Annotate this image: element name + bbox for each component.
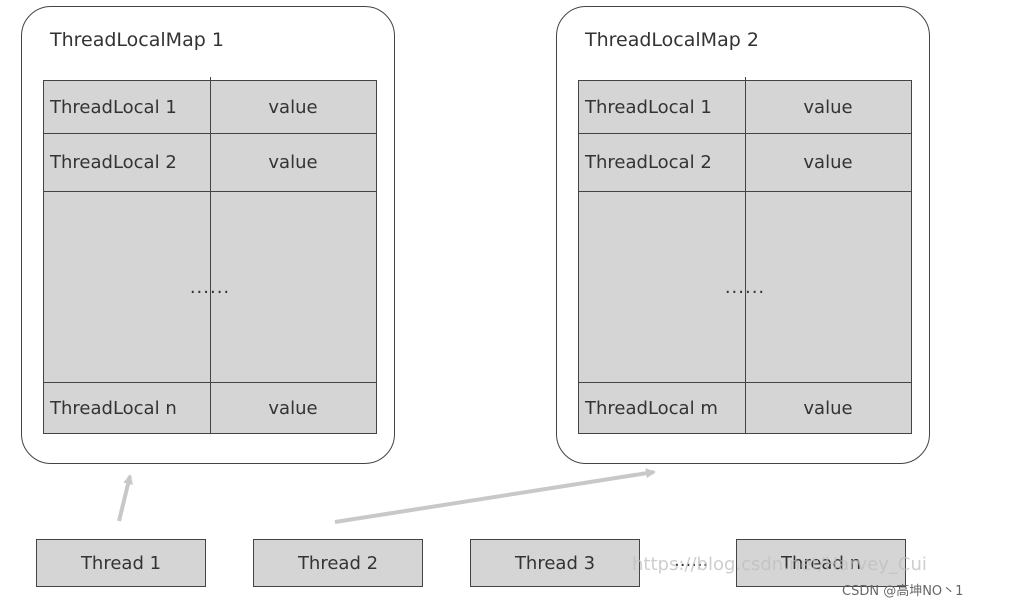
- table-row: ThreadLocal n value: [44, 382, 376, 434]
- table-row: ThreadLocal 1 value: [44, 81, 376, 134]
- map-title: ThreadLocalMap 2: [585, 29, 759, 51]
- threadlocalmap-2: ThreadLocalMap 2 ThreadLocal 1 value Thr…: [556, 6, 930, 464]
- arrow-thread2-to-map2: [334, 468, 656, 524]
- threadlocal-value: value: [803, 152, 853, 173]
- map-table: ThreadLocal 1 value ThreadLocal 2 value …: [43, 77, 377, 434]
- thread-1-box: Thread 1: [36, 539, 206, 587]
- table-row: ThreadLocal 2 value: [44, 134, 376, 192]
- threadlocal-value: value: [268, 152, 318, 173]
- map-title: ThreadLocalMap 1: [50, 29, 224, 51]
- threadlocalmap-1: ThreadLocalMap 1 ThreadLocal 1 value Thr…: [21, 6, 395, 464]
- threadlocal-value: value: [268, 398, 318, 419]
- column-divider: [210, 77, 211, 433]
- rows-ellipsis: ......: [189, 277, 231, 298]
- threadlocal-key: ThreadLocal m: [585, 398, 718, 419]
- table-row: ThreadLocal m value: [579, 382, 911, 434]
- threadlocal-value: value: [268, 96, 318, 118]
- rows-ellipsis: ......: [724, 277, 766, 298]
- threadlocal-value: value: [803, 96, 853, 118]
- arrow-thread1-to-map1: [117, 474, 133, 522]
- threadlocal-key: ThreadLocal 2: [585, 152, 712, 173]
- credit-label: CSDN @高坤NO丶1: [842, 584, 964, 599]
- threads-ellipsis: ......: [674, 550, 709, 571]
- thread-n-box: Thread n: [736, 539, 906, 587]
- thread-2-box: Thread 2: [253, 539, 423, 587]
- watermark: https://blog.csdn.net/Harvey_Cui: [632, 554, 927, 575]
- threadlocal-key: ThreadLocal 2: [50, 152, 177, 173]
- column-divider: [745, 77, 746, 433]
- map-table: ThreadLocal 1 value ThreadLocal 2 value …: [578, 77, 912, 434]
- threadlocal-key: ThreadLocal 1: [585, 96, 712, 118]
- threadlocal-key: ThreadLocal n: [50, 398, 177, 419]
- threadlocal-value: value: [803, 398, 853, 419]
- table-row: ThreadLocal 2 value: [579, 134, 911, 192]
- thread-3-box: Thread 3: [470, 539, 640, 587]
- table-row: ThreadLocal 1 value: [579, 81, 911, 134]
- threadlocal-key: ThreadLocal 1: [50, 96, 177, 118]
